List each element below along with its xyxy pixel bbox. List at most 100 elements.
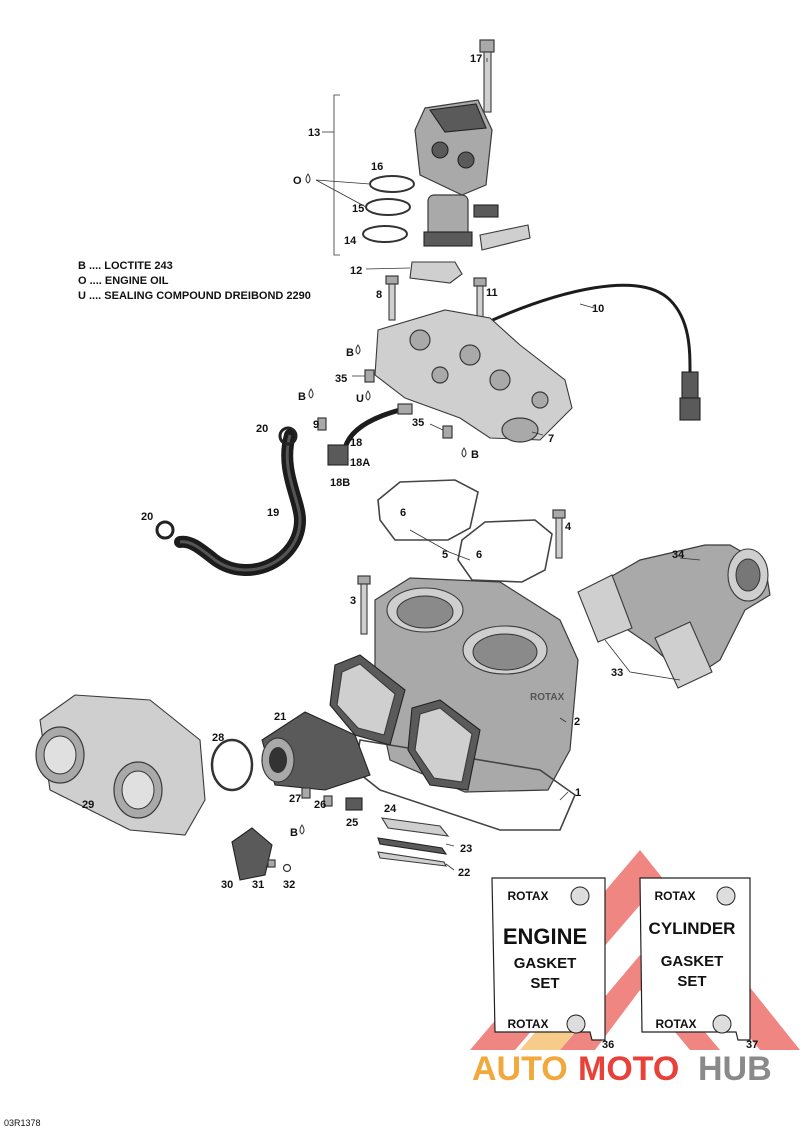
callout-15: 15 [352, 203, 364, 215]
part-14-o-ring [362, 225, 408, 243]
brp-logo-icon [566, 1014, 586, 1034]
part-35-plug-lower [442, 425, 453, 439]
lubricant-markers: O B B U B B [290, 173, 479, 839]
part-15-o-ring [365, 198, 411, 216]
drop-b4-icon [299, 824, 305, 835]
legend-engine-oil: O .... ENGINE OIL [78, 275, 169, 287]
watermark-moto: MOTO [578, 1050, 679, 1088]
part-8-bolt [385, 275, 399, 321]
callout-26: 26 [314, 799, 326, 811]
part-28-clamp [210, 738, 254, 792]
part-30-sensor [231, 827, 273, 881]
callout-30: 30 [221, 879, 233, 891]
part-12-gasket [409, 261, 463, 284]
part-19-hose [174, 429, 306, 576]
part-16-o-ring [369, 175, 415, 193]
callout-11: 11 [486, 287, 498, 299]
callout-20-lower: 20 [141, 511, 153, 523]
callout-20-upper: 20 [256, 423, 268, 435]
bag-37-brand-bottom: ROTAX [655, 1017, 696, 1031]
bag-36-brand-top: ROTAX [507, 889, 548, 903]
callout-31: 31 [252, 879, 264, 891]
callout-29: 29 [82, 799, 94, 811]
part-29-throttle-body [35, 694, 206, 836]
part-3-bolt [357, 575, 371, 635]
brp-logo-icon [712, 1014, 732, 1034]
callout-9: 9 [313, 419, 319, 431]
part-36-engine-gasket-set: ROTAX ENGINE GASKET SET ROTAX [491, 877, 606, 1041]
callout-16: 16 [371, 161, 383, 173]
part-34-exhaust-manifold [604, 544, 771, 681]
callout-33: 33 [611, 667, 623, 679]
callout-35-upper: 35 [335, 373, 347, 385]
oil-filter-assembly [423, 194, 531, 251]
reed-valve-assembly [329, 654, 481, 791]
part-7-cylinder-head [374, 309, 573, 443]
part-18-temperature-sensor [327, 403, 413, 466]
bag-36-line3: SET [530, 975, 559, 992]
callout-5: 5 [442, 549, 448, 561]
part-32-nut [282, 863, 292, 873]
part-24-reed-stop [380, 817, 450, 837]
legend-sealing-compound: U .... SEALING COMPOUND DREIBOND 2290 [78, 290, 311, 302]
bag-37-title: CYLINDER [649, 919, 736, 938]
callout-14: 14 [344, 235, 357, 247]
callout-13: 13 [308, 127, 320, 139]
legend-loctite: B .... LOCTITE 243 [78, 260, 173, 272]
part-35-plug-upper [364, 369, 375, 383]
callout-6-left: 6 [400, 507, 406, 519]
drop-o-icon [305, 173, 311, 184]
part-27-screw [301, 787, 311, 799]
part-33-exhaust-gasket-lower [654, 621, 713, 689]
part-23-reed-petal [377, 837, 448, 855]
bag-36-title: ENGINE [503, 924, 587, 949]
callout-2: 2 [574, 716, 580, 728]
callout-23: 23 [460, 843, 472, 855]
callout-24: 24 [384, 803, 397, 815]
part-31-washer [267, 859, 276, 868]
part-33-exhaust-gasket-upper [577, 574, 633, 643]
part-21-intake-adaptor [261, 711, 371, 791]
callout-25: 25 [346, 817, 358, 829]
callout-17: 17 [470, 53, 482, 65]
callout-10: 10 [592, 303, 604, 315]
bag-37-brand-top: ROTAX [654, 889, 695, 903]
callout-18b: 18B [330, 477, 350, 489]
part-20-clamp-lower [155, 520, 175, 540]
callout-21: 21 [274, 711, 286, 723]
part-9-fitting [317, 417, 327, 431]
part-25-spacer [345, 797, 363, 811]
callout-12: 12 [350, 265, 362, 277]
part-26-screw [323, 795, 333, 807]
marker-u: U [356, 393, 364, 405]
marker-b-2: B [298, 391, 306, 403]
callout-1: 1 [575, 787, 581, 799]
part-20-clamp-upper [278, 426, 298, 446]
drop-b1-icon [355, 344, 361, 355]
part-22-reed-shim [377, 851, 447, 867]
callout-3: 3 [350, 595, 356, 607]
callout-18a: 18A [350, 457, 370, 469]
callout-35-lower: 35 [412, 417, 424, 429]
bag-37-line3: SET [677, 973, 706, 990]
bag-36-line2: GASKET [514, 955, 577, 972]
part-4-bolt [552, 509, 566, 559]
callout-8: 8 [376, 289, 382, 301]
callout-32: 32 [283, 879, 295, 891]
part-6-o-ring-gasket-right [457, 519, 553, 583]
callout-4: 4 [565, 521, 572, 533]
part-17-bolt [479, 39, 495, 113]
drop-b3-icon [461, 447, 467, 458]
group-13-bracket [333, 94, 340, 256]
part-13-housing [414, 99, 493, 196]
part-6-o-ring-gasket-left [377, 479, 479, 541]
callout-7: 7 [548, 433, 554, 445]
callout-labels: 17 13 16 15 14 12 8 11 10 35 7 35 9 20 1… [82, 53, 685, 891]
callout-28: 28 [212, 732, 224, 744]
marker-b-1: B [346, 347, 354, 359]
callout-18: 18 [350, 437, 362, 449]
bag-36-brand-bottom: ROTAX [507, 1017, 548, 1031]
callout-27: 27 [289, 793, 301, 805]
drawing-id: 03R1378 [4, 1118, 41, 1128]
